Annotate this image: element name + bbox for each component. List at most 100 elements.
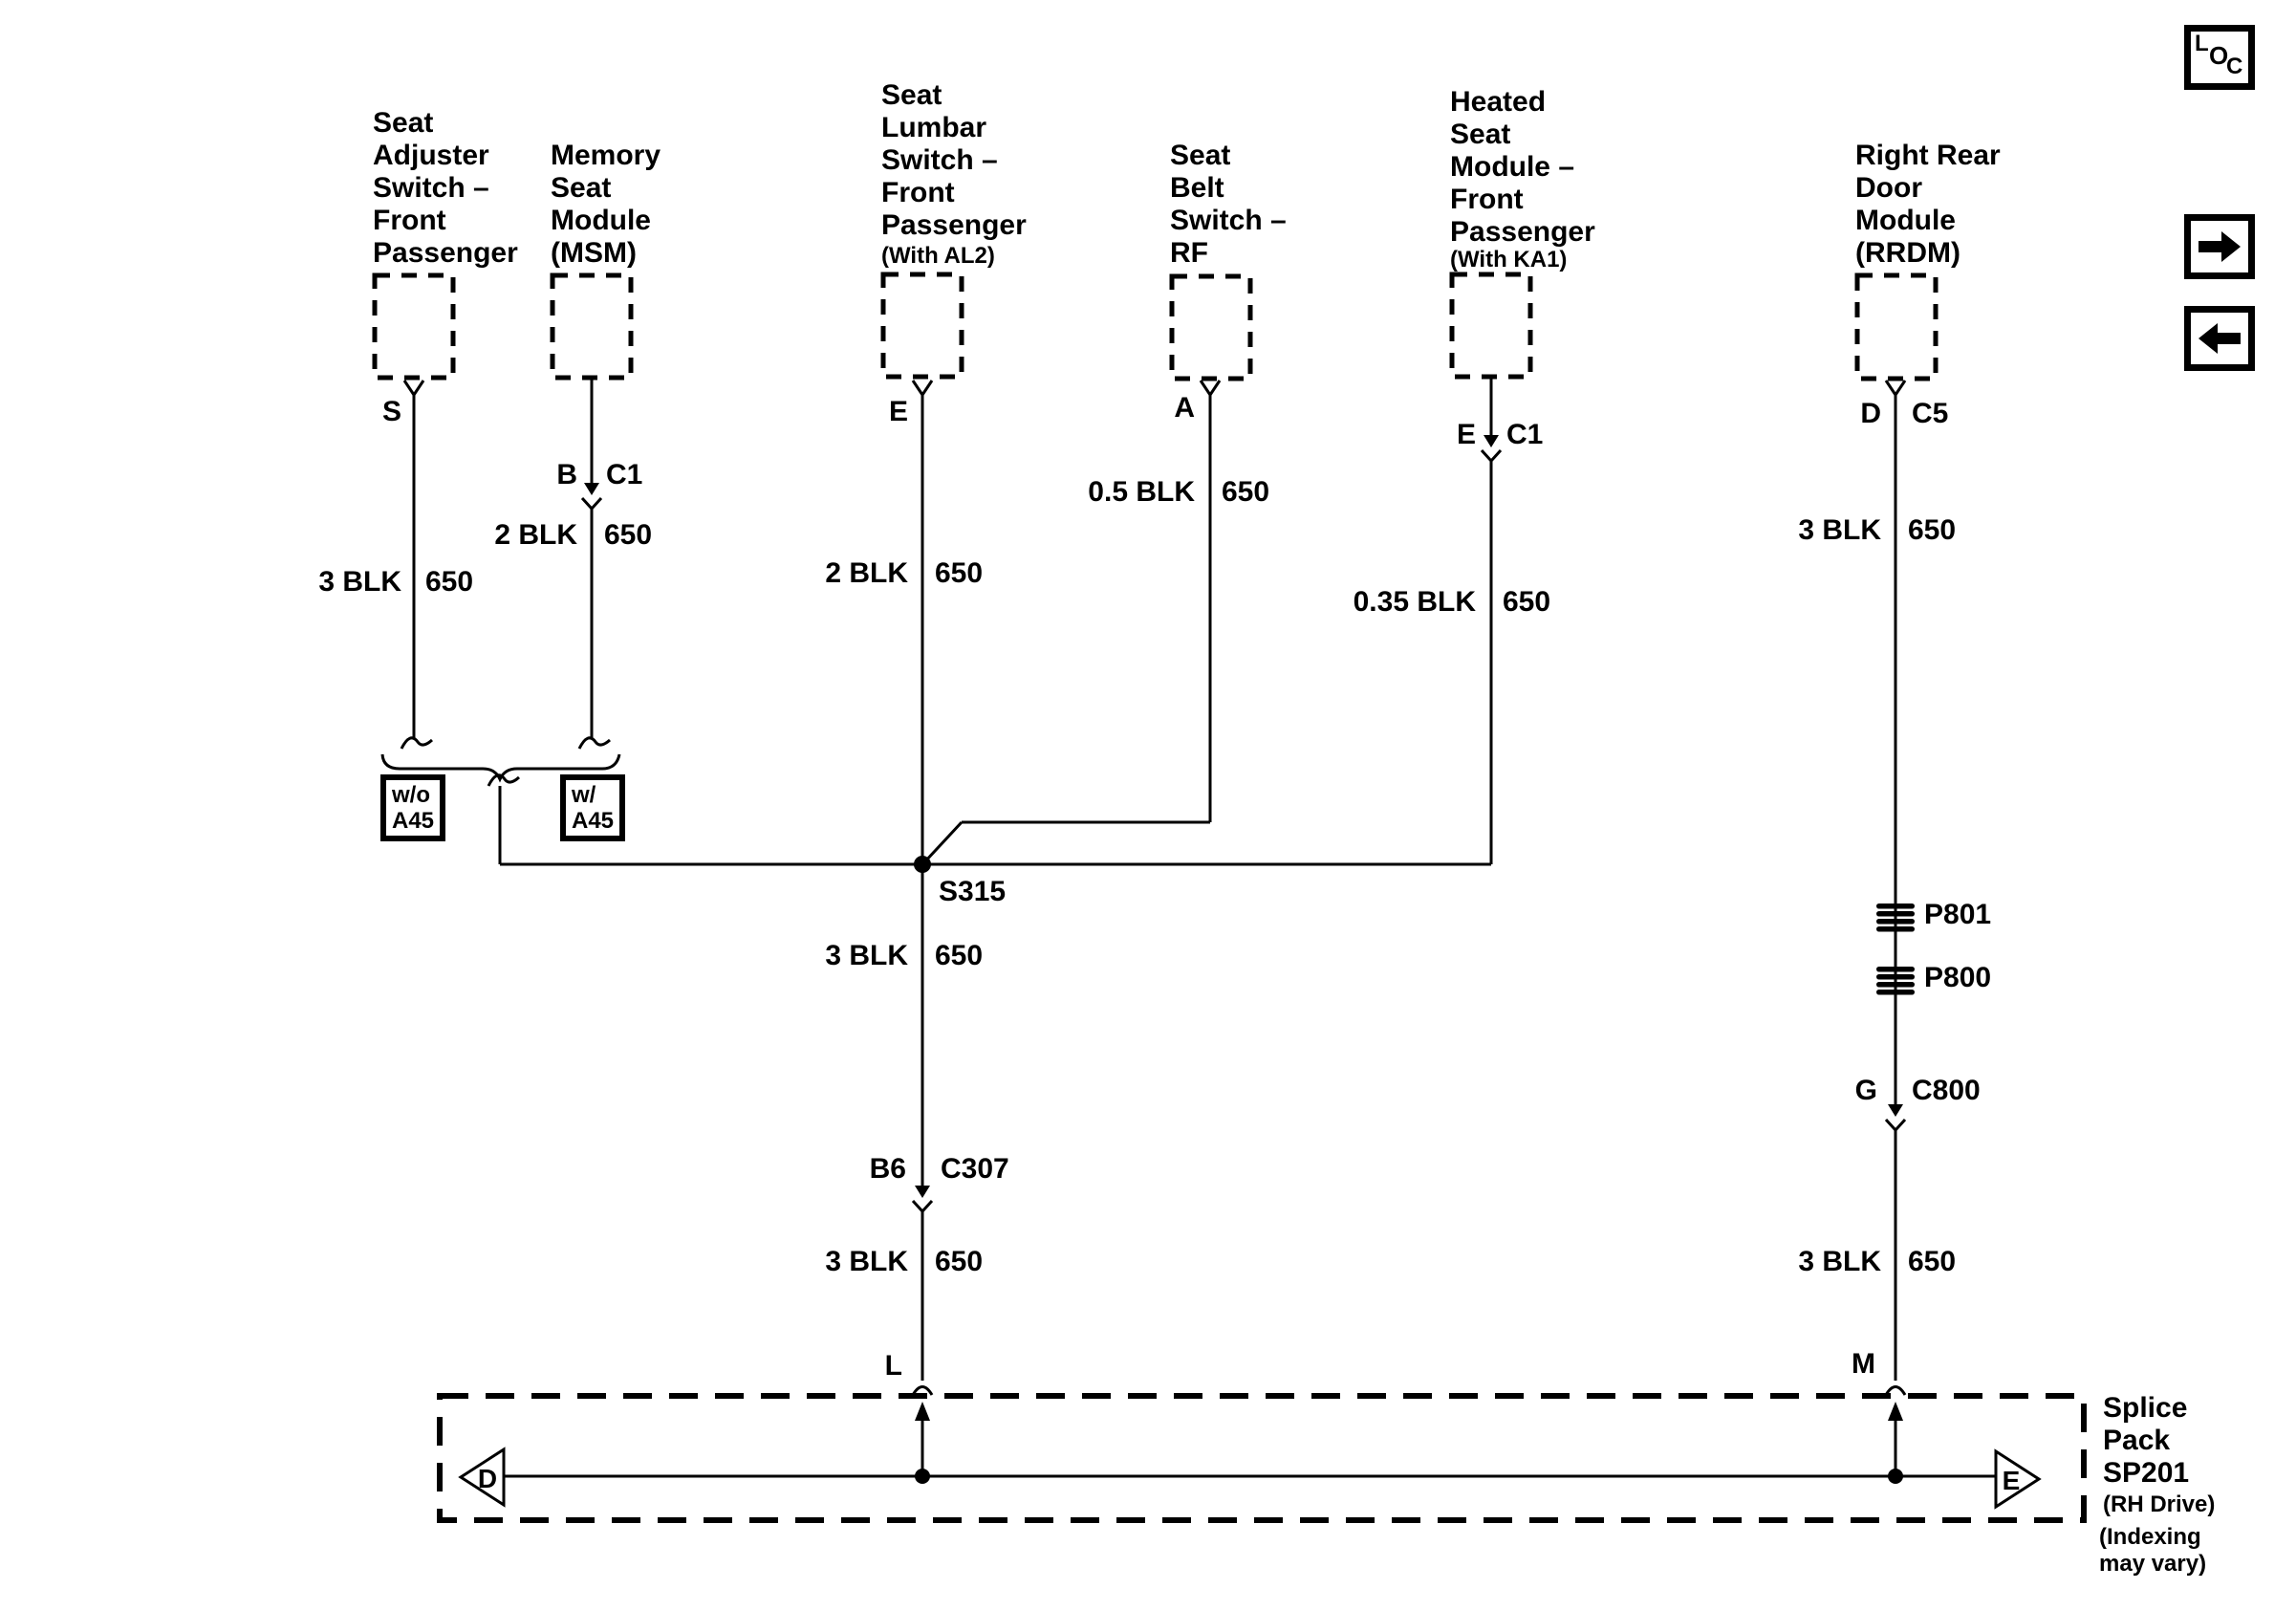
bus-arrowhead-icon [1888,1402,1903,1421]
inline-connector-chevron-icon [911,1199,934,1214]
option-brace-icon [380,753,621,783]
wire-heated-circuit: 650 [1503,586,1551,618]
seat-belt-switch-box [1169,273,1253,381]
inline-connector-chevron-icon [1884,1118,1907,1133]
triangle-e-label: E [2003,1466,2021,1495]
loc-letter-o: O [2209,41,2229,70]
option-box-with-a45: w/ A45 [560,774,626,841]
wire-adjuster-circuit: 650 [425,566,474,598]
heated-seat-module-box [1449,272,1533,380]
splice-pack-note-2: may vary) [2099,1551,2207,1577]
pass-through-p801-icon [1876,911,1915,917]
wire-splice-down-circuit: 650 [935,940,984,971]
connector-entry-icon [1884,1385,1907,1396]
splice-pack-label-1: Splice [2103,1392,2188,1424]
connector-c5-label: C5 [1912,398,1949,429]
pin-d-label: D [1860,398,1881,429]
pass-through-p800-label: P800 [1924,962,1992,993]
wire-c307-down-circuit: 650 [935,1246,984,1277]
pass-through-p800-icon [1876,990,1915,995]
arrow-left-icon [2199,323,2241,354]
wire-splice-down-gauge: 3 BLK [825,940,908,971]
connector-c1-heated-label: C1 [1506,419,1544,450]
option-hook-icon [577,736,612,750]
inline-connector-arrow-icon [915,1186,930,1198]
seat-adjuster-label-2: Adjuster [373,140,489,171]
splice-pack-note-1: (Indexing [2099,1524,2201,1550]
rrdm-label-2: Door [1855,172,1922,204]
splice-pack-label-2: Pack [2103,1425,2171,1456]
option-without-line2: A45 [392,808,435,834]
seat-lumbar-switch-box [880,272,964,380]
option-hook-icon [400,736,434,750]
lumbar-label-2: Lumbar [881,112,987,143]
wire-heated-gauge: 0.35 BLK [1353,586,1476,618]
pass-through-p801-icon [1876,926,1915,932]
seat-belt-label-3: Switch – [1170,205,1287,236]
wire-belt-gauge: 0.5 BLK [1088,476,1195,508]
connector-y-icon [1884,380,1907,398]
wire-belt-diagonal [922,820,964,864]
splice-pack-label-3: SP201 [2103,1457,2190,1489]
heated-seat-label-1: Heated [1450,86,1547,118]
msm-label-4: (MSM) [551,237,637,269]
heated-seat-label-4: Front [1450,184,1524,215]
seat-adjuster-box [372,272,456,381]
pass-through-p800-icon [1876,974,1915,980]
splice-s315-label: S315 [939,876,1007,907]
rrdm-label-3: Module [1855,205,1956,236]
connector-c800-label: C800 [1912,1075,1981,1106]
pass-through-p800-icon [1876,967,1915,972]
triangle-d-label: D [478,1464,497,1493]
inline-connector-arrow-icon [584,483,599,495]
pin-b6-label: B6 [869,1153,906,1185]
inline-connector-chevron-icon [580,496,603,512]
rrdm-label-4: (RRDM) [1855,237,1960,269]
lumbar-label-1: Seat [881,79,942,111]
loc-letter-l: L [2195,31,2209,56]
pin-e-heated-label: E [1456,419,1476,450]
splice-pack-sub-label: (RH Drive) [2103,1491,2216,1517]
pin-m-label: M [1852,1348,1875,1380]
loc-button[interactable]: L O C [2184,25,2255,90]
inline-connector-arrow-icon [1484,435,1499,447]
connector-y-icon [911,380,934,398]
arrow-right-icon [2199,231,2241,262]
previous-page-button[interactable] [2184,306,2255,371]
bus-dot-icon [915,1469,930,1484]
next-page-button[interactable] [2184,214,2255,279]
heated-seat-variant-label: (With KA1) [1450,247,1568,272]
msm-label-1: Memory [551,140,661,171]
pin-a-label: A [1174,392,1195,424]
pass-through-p801-icon [1876,903,1915,909]
pin-b-label: B [556,459,577,490]
seat-belt-label-2: Belt [1170,172,1224,204]
bus-arrowhead-icon [915,1402,930,1421]
lumbar-label-5: Passenger [881,209,1027,241]
wire-lumbar-circuit: 650 [935,557,984,589]
wire-c307-down-gauge: 3 BLK [825,1246,908,1277]
rrdm-box [1854,272,1939,381]
seat-adjuster-label-3: Switch – [373,172,489,204]
wire-rrdm-upper-circuit: 650 [1908,514,1957,546]
heated-seat-label-3: Module – [1450,151,1575,183]
option-with-line2: A45 [572,808,615,834]
loc-letter-c: C [2226,54,2243,79]
wire-belt-circuit: 650 [1222,476,1270,508]
wire-rrdm-lower-circuit: 650 [1908,1246,1957,1277]
pin-l-label: L [884,1350,902,1382]
lumbar-label-3: Switch – [881,144,998,176]
connector-c1-label: C1 [606,459,643,490]
connector-y-icon [402,380,425,398]
seat-adjuster-label-5: Passenger [373,237,518,269]
connector-y-icon [1199,380,1222,398]
bus-end-triangle-e-icon [1994,1448,2042,1510]
pin-e-lumbar-label: E [888,396,908,427]
wire-lumbar-gauge: 2 BLK [825,557,908,589]
connector-c307-label: C307 [941,1153,1009,1185]
pass-through-p801-icon [1876,919,1915,925]
option-without-line1: w/o [392,782,430,808]
wire-msm-gauge: 2 BLK [494,519,577,551]
